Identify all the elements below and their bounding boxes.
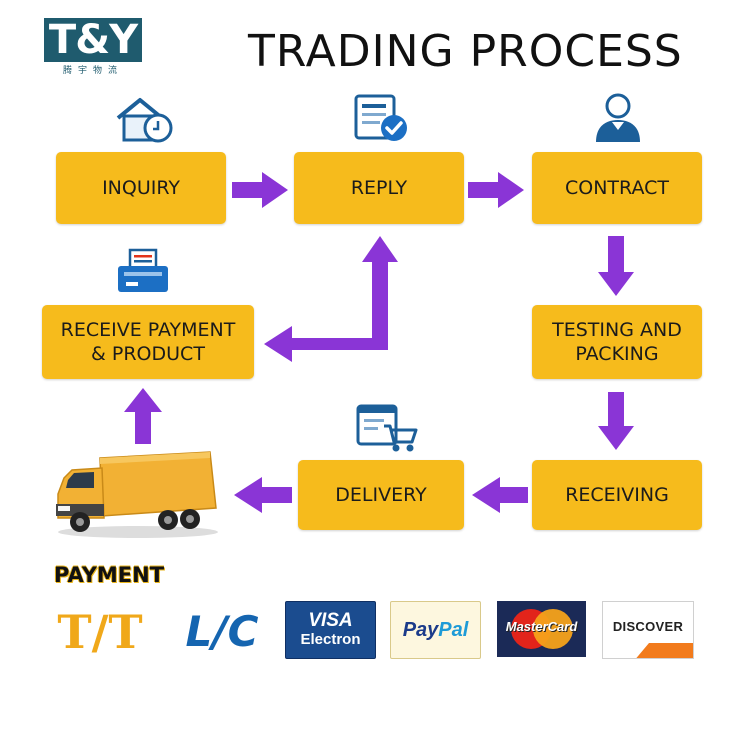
- arrow-receiving-to-delivery: [472, 477, 528, 513]
- payment-method-tt: T/T: [57, 605, 143, 659]
- printer-icon: [118, 248, 168, 292]
- company-logo: T&Y 腾宇物流: [44, 18, 142, 78]
- arrow-testing-to-receiving: [598, 392, 634, 450]
- step-contract: CONTRACT: [532, 152, 702, 224]
- step-receive-payment: RECEIVE PAYMENT & PRODUCT: [42, 305, 254, 379]
- page-title: TRADING PROCESS: [248, 26, 683, 77]
- discover-label: DISCOVER: [612, 619, 684, 634]
- payment-method-mastercard: MasterCard: [497, 601, 586, 657]
- document-check-icon: [354, 94, 407, 141]
- step-delivery: DELIVERY: [298, 460, 464, 530]
- arrow-truck-to-payment: [124, 388, 162, 444]
- payment-method-paypal: PayPal: [390, 601, 481, 659]
- arrow-delivery-to-truck: [234, 477, 292, 513]
- mastercard-label: MasterCard: [505, 619, 578, 634]
- step-receive-payment-line2: & PRODUCT: [91, 343, 205, 365]
- payment-method-discover: DISCOVER: [602, 601, 694, 659]
- logo-mark: T&Y: [44, 18, 142, 62]
- arrow-reply-to-contract: [468, 172, 524, 208]
- step-inquiry-label: INQUIRY: [102, 177, 180, 199]
- arrow-inquiry-to-reply: [232, 172, 288, 208]
- person-icon: [596, 93, 640, 142]
- house-clock-icon: [116, 98, 173, 143]
- logo-subtitle: 腾宇物流: [62, 66, 123, 76]
- step-inquiry: INQUIRY: [56, 152, 226, 224]
- paypal-label-pay: Pay: [402, 618, 439, 641]
- step-delivery-label: DELIVERY: [335, 484, 427, 506]
- payment-label: PAYMENT: [54, 563, 165, 587]
- discover-stripe: [623, 643, 693, 658]
- electron-label: Electron: [300, 631, 361, 648]
- delivery-truck-icon: [56, 451, 218, 538]
- step-reply: REPLY: [294, 152, 464, 224]
- payment-method-visa-electron: VISA Electron: [285, 601, 376, 659]
- arrow-payment-to-reply: [264, 236, 398, 362]
- arrow-contract-to-testing: [598, 236, 634, 296]
- step-reply-label: REPLY: [350, 177, 408, 199]
- step-contract-label: CONTRACT: [564, 177, 669, 199]
- step-testing-packing: TESTING AND PACKING: [532, 305, 702, 379]
- visa-label: VISA: [308, 610, 353, 631]
- step-testing-line1: TESTING AND: [552, 319, 682, 341]
- step-receiving: RECEIVING: [532, 460, 702, 530]
- paypal-label-pal: Pal: [438, 618, 469, 641]
- mastercard-orange-circle: [533, 609, 573, 649]
- step-receive-payment-line1: RECEIVE PAYMENT: [60, 319, 236, 341]
- payment-method-lc: L/C: [185, 607, 259, 656]
- step-receiving-label: RECEIVING: [565, 484, 669, 506]
- step-testing-line2: PACKING: [575, 343, 659, 365]
- shopping-cart-icon: [356, 404, 418, 452]
